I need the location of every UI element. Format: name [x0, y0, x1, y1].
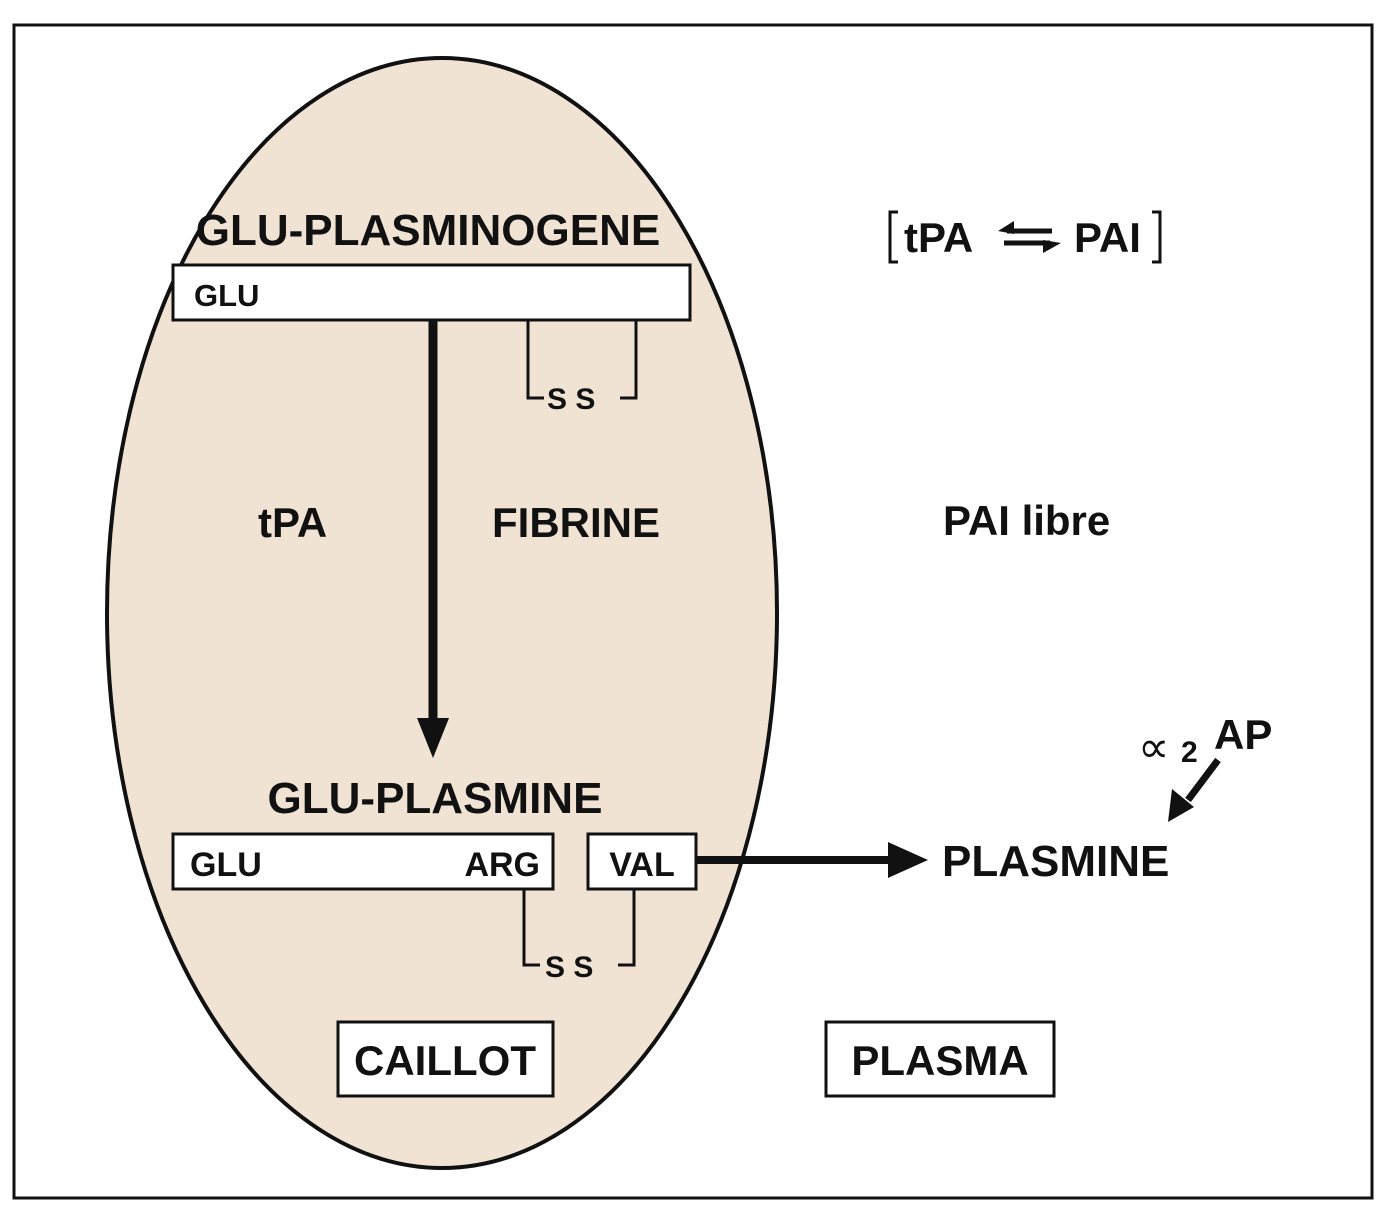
plasmin-light-chain-box [586, 832, 698, 891]
pai-libre-label: PAI libre [943, 497, 1110, 544]
disulfide-bottom-label: S S [545, 951, 593, 984]
plasmin-arg-label: ARG [464, 846, 540, 884]
inhibition-arrowhead [1168, 789, 1194, 822]
plasminogen-chain-box [171, 263, 692, 322]
plasma-label: PLASMA [851, 1037, 1028, 1084]
plasmin-heavy-chain-box [171, 832, 555, 891]
caillot-box [336, 1020, 555, 1098]
inhibition-arrow-shaft [1185, 757, 1221, 803]
complex-pai-label: PAI [1074, 214, 1141, 261]
activation-arrowhead [417, 718, 449, 758]
alpha-subscript: 2 [1181, 736, 1198, 769]
glu-plasminogene-label: GLU-PLASMINOGENE [196, 206, 660, 255]
disulfide-bridge-bottom [522, 889, 540, 967]
plasmine-label: PLASMINE [942, 837, 1169, 886]
disulfide-top-label: S S [547, 383, 595, 416]
plasmin-val-label: VAL [609, 846, 674, 884]
bracket-right [1152, 210, 1162, 264]
alpha-symbol: ∝ [1138, 723, 1169, 772]
glu-plasmine-label: GLU-PLASMINE [268, 774, 603, 823]
release-arrowhead [888, 842, 928, 878]
tpa-label: tPA [258, 499, 327, 546]
plasmin-glu-label: GLU [190, 846, 262, 884]
fibrine-label: FIBRINE [492, 499, 660, 546]
disulfide-bridge-top-right [620, 320, 638, 400]
plasminogen-glu-label: GLU [194, 278, 259, 313]
caillot-label: CAILLOT [354, 1037, 536, 1084]
alpha-ap-label: AP [1214, 711, 1272, 758]
disulfide-bridge-bottom-right [618, 889, 636, 967]
complex-tpa-label: tPA [904, 214, 973, 261]
bracket-left [888, 210, 898, 264]
plasma-box [824, 1020, 1056, 1098]
disulfide-bridge-top [526, 320, 544, 400]
equilibrium-arrows-icon [998, 221, 1061, 253]
